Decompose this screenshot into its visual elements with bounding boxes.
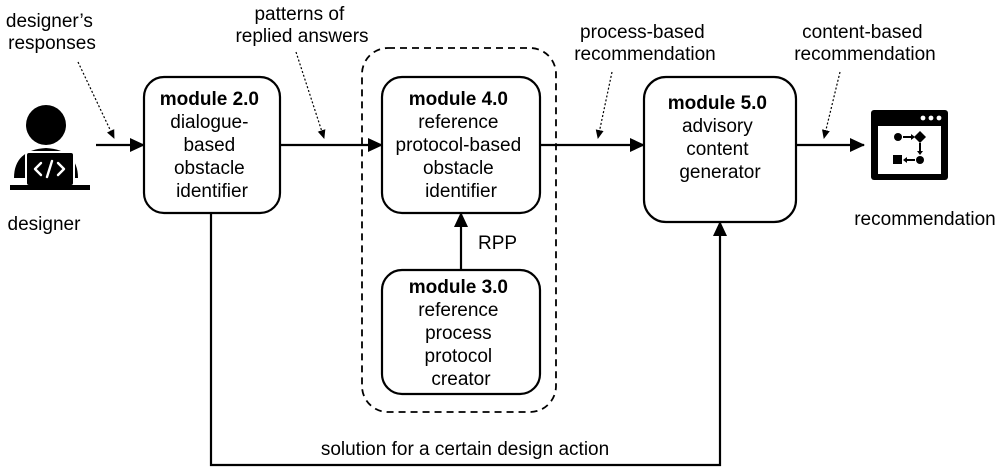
module-4-box: module 4.0 reference protocol-based obst… (380, 75, 542, 215)
replied-patterns-line-2: replied answers (235, 26, 368, 47)
module-2-line-4: identifier (176, 181, 248, 202)
process-based-line-1: process-based (580, 22, 705, 43)
process-based-line-2: recommendation (574, 44, 716, 65)
module-4-line-1: reference (418, 112, 498, 133)
module-group-dashed-border (361, 47, 557, 413)
module-5-box: module 5.0 advisory content generator (642, 75, 798, 224)
designers-responses-line-2: responses (8, 33, 96, 54)
replied-patterns-pointer (295, 51, 326, 139)
designer-label: designer (8, 214, 82, 235)
svg-text:module 4.0 reference: module 4.0 reference protocol-based obst… (396, 89, 527, 202)
module-5-line-2: content (686, 139, 749, 160)
rpp-label: RPP (478, 233, 517, 254)
svg-text:module 3.0 reference: module 3.0 reference process protocol cr… (409, 277, 514, 390)
module-2-line-2: based (183, 135, 235, 156)
content-based-pointer (821, 71, 841, 139)
module-2-line-3: obstacle (174, 158, 245, 179)
designers-responses-label: designer’s responses (6, 11, 98, 54)
module-3-line-3: protocol (425, 346, 493, 367)
flowchart-window-icon (871, 110, 948, 180)
process-based-pointer (595, 71, 613, 139)
replied-patterns-line-1: patterns of (254, 4, 344, 25)
module-3-box: module 3.0 reference process protocol cr… (380, 268, 542, 396)
module-5-title: module 5.0 (668, 93, 767, 114)
content-based-label: content-based recommendation (794, 22, 936, 65)
replied-patterns-label: patterns of replied answers (235, 4, 368, 47)
module-3-line-1: reference (418, 300, 498, 321)
process-based-label: process-based recommendation (574, 22, 716, 65)
module-4-line-4: identifier (425, 181, 497, 202)
recommendation-label: recommendation (854, 209, 996, 230)
svg-text:module 5.0 advisory: module 5.0 advisory content generator (668, 93, 773, 183)
module-4-line-2: protocol-based (396, 135, 522, 156)
designers-responses-line-1: designer’s (6, 11, 93, 32)
edge-solution-loop (209, 213, 727, 467)
solution-label: solution for a certain design action (321, 439, 609, 460)
designer-icon (10, 105, 90, 190)
module-2-title: module 2.0 (160, 89, 259, 110)
module-4-title: module 4.0 (409, 89, 508, 110)
module-3-line-4: creator (431, 369, 491, 390)
module-3-title: module 3.0 (409, 277, 508, 298)
designers-responses-pointer (77, 61, 115, 139)
content-based-line-2: recommendation (794, 44, 936, 65)
module-3-line-2: process (425, 323, 492, 344)
svg-text:module 2.0 dialogue-: module 2.0 dialogue- based obstacle iden… (160, 89, 265, 202)
module-2-line-1: dialogue- (170, 112, 248, 133)
module-5-line-1: advisory (682, 116, 753, 137)
content-based-line-1: content-based (802, 22, 922, 43)
module-2-box: module 2.0 dialogue- based obstacle iden… (142, 75, 282, 215)
module-4-line-3: obstacle (423, 158, 494, 179)
module-5-line-3: generator (679, 162, 761, 183)
